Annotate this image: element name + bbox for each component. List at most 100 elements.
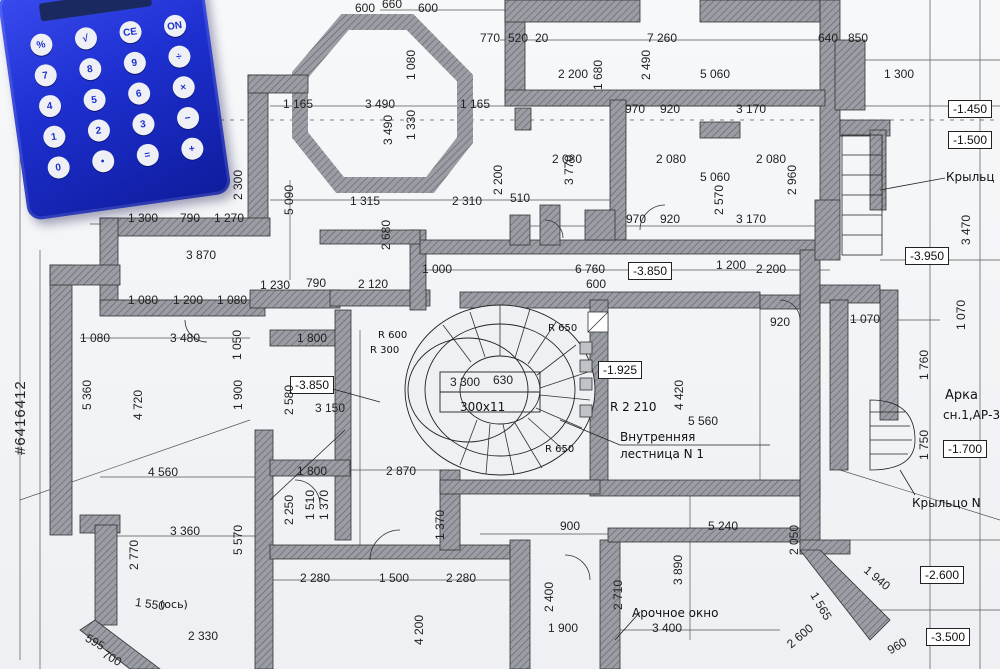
dimension: 3 890 (671, 554, 685, 585)
dimension: 2 710 (611, 579, 625, 610)
dimension: 970 (626, 212, 647, 226)
level-marker: -1.925 (598, 361, 643, 379)
level-marker: -1.450 (948, 100, 993, 118)
dimension: 1 080 (128, 293, 159, 307)
radius-note: R 2 210 (610, 400, 657, 414)
dimension: 1 200 (173, 293, 204, 307)
dimension: 2 120 (358, 277, 389, 291)
calculator-key: 4 (37, 93, 62, 119)
calculator-key: 9 (121, 50, 147, 76)
calculator-key: 7 (32, 63, 58, 88)
dimension: 1 070 (954, 299, 968, 330)
calculator-screen (38, 0, 153, 22)
dimension: 920 (660, 102, 681, 116)
dimension: 3 300 (450, 375, 481, 389)
dimension: 5 240 (708, 519, 739, 533)
dimension: 3 870 (186, 248, 217, 262)
dimension: 2 080 (656, 152, 687, 166)
dimension: 1 750 (917, 429, 931, 460)
steps-note: 300x11 (460, 400, 506, 414)
dimension: 5 360 (80, 379, 94, 410)
calculator-key: √ (73, 26, 98, 51)
porch-note-bottom: Крыльцо N (912, 496, 981, 510)
dimension: 790 (306, 276, 327, 290)
dimension: 2 310 (452, 194, 483, 208)
calculator-key: ON (162, 13, 188, 39)
dimension: 1 000 (422, 262, 453, 276)
dimension: 1 165 (460, 97, 491, 111)
dimension: 3 360 (170, 524, 201, 538)
dimension: 2 080 (552, 152, 583, 166)
level-marker: -2.600 (920, 566, 965, 584)
dimension: 1 900 (548, 621, 579, 635)
dimension: 2 280 (300, 571, 331, 585)
level-marker: -1.700 (943, 440, 988, 458)
dimension: 5 090 (282, 184, 296, 215)
dimension: 1 300 (884, 67, 915, 81)
axis-note: (ось) (160, 598, 188, 611)
dimension: 3 770 (562, 154, 576, 185)
dimension: 1 370 (433, 509, 447, 540)
level-marker: -3.500 (926, 628, 971, 646)
dimension: 20 (535, 31, 549, 45)
dimension: 850 (848, 31, 869, 45)
dimension: 2 490 (639, 49, 653, 80)
window-note: Арочное окно (632, 606, 719, 620)
calculator-key: 3 (130, 111, 156, 137)
dimension: 1 230 (260, 278, 291, 292)
dimension: 2 960 (785, 164, 799, 195)
dimension: 5 060 (700, 67, 731, 81)
radius-note: R 600 (378, 330, 408, 341)
calculator-key: % (28, 32, 54, 58)
dimension: 2 570 (712, 184, 726, 215)
dimension: 2 200 (558, 67, 589, 81)
radius-note: R 300 (370, 345, 400, 356)
calculator-key: 8 (77, 56, 103, 82)
dimension: 1 080 (217, 293, 248, 307)
calculator-key: CE (117, 19, 143, 45)
dimension: 600 (586, 277, 607, 291)
dimension: 2 200 (491, 164, 505, 195)
dimension: 3 490 (365, 97, 396, 111)
dimension: 600 (355, 1, 376, 15)
dimension: 6 760 (575, 262, 606, 276)
dimension: 520 (508, 31, 529, 45)
level-marker: -3.850 (290, 376, 335, 394)
dimension: 5 560 (688, 414, 719, 428)
dimension: 1 050 (230, 329, 244, 360)
dimension: 1 300 (128, 211, 159, 225)
dimension: 3 490 (381, 114, 395, 145)
level-marker: -1.500 (948, 131, 993, 149)
dimension: 3 480 (170, 331, 201, 345)
calculator-key: − (175, 105, 200, 131)
dimension: 3 170 (736, 212, 767, 226)
dimension: 2 050 (787, 524, 801, 555)
calculator-key: × (170, 74, 196, 100)
dimension: 600 (418, 1, 439, 15)
dimension: 1 080 (80, 331, 111, 345)
dimension: 3 470 (959, 214, 973, 245)
dimension: 1 510 (303, 489, 317, 520)
dimension: 920 (660, 212, 681, 226)
level-marker: -3.950 (905, 247, 950, 265)
dimension: 1 550 (134, 594, 166, 614)
dimension: 1 800 (297, 331, 328, 345)
dimension: 970 (625, 102, 646, 116)
dimension: 2 680 (379, 219, 393, 250)
dimension: 2 200 (756, 262, 787, 276)
dimension: 1 500 (379, 571, 410, 585)
dimension: 5 060 (700, 170, 731, 184)
calculator-key: 2 (86, 118, 111, 144)
dimension: 7 260 (647, 31, 678, 45)
dimension: 2 250 (282, 494, 296, 525)
dimension: 2 770 (127, 539, 141, 570)
dimension: 660 (382, 0, 403, 11)
calculator-key: 1 (41, 124, 67, 150)
porch-steps (841, 134, 916, 471)
walls (49, 0, 899, 669)
arch-note: Арка (945, 388, 978, 403)
calculator-key: • (90, 148, 116, 174)
door-swings (184, 204, 801, 581)
